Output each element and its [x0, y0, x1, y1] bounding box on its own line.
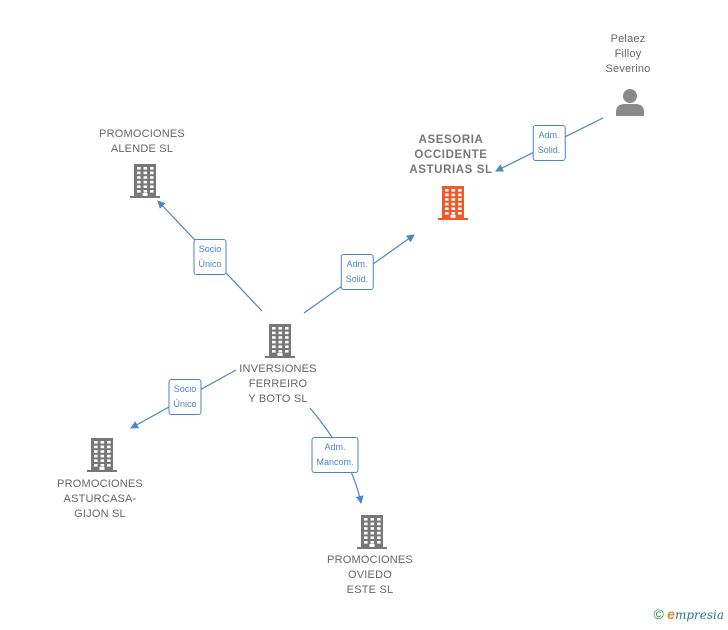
node-label-oviedo[interactable]: PROMOCIONES OVIEDO ESTE SL: [327, 554, 413, 596]
brand-logo-text: mpresia: [674, 608, 724, 622]
building-icon[interactable]: [264, 322, 296, 358]
edge-label-inversiones-alende: Socio Único: [193, 239, 227, 275]
building-icon[interactable]: [437, 184, 469, 220]
edge-label-inversiones-oviedo: Adm. Mancom.: [311, 437, 359, 473]
node-label-inversiones[interactable]: INVERSIONES FERREIRO Y BOTO SL: [239, 363, 317, 405]
node-label-asturcasa[interactable]: PROMOCIONES ASTURCASA- GIJON SL: [57, 478, 143, 520]
brand-logo-initial: e: [667, 606, 675, 622]
building-icon[interactable]: [356, 513, 388, 549]
edge-label-inversiones-asturcasa: Socio Único: [168, 379, 202, 415]
node-label-alende[interactable]: PROMOCIONES ALENDE SL: [99, 128, 185, 155]
copyright-symbol: ©: [653, 606, 664, 622]
person-icon[interactable]: [615, 88, 645, 116]
building-icon[interactable]: [129, 162, 161, 198]
node-label-asesoria[interactable]: ASESORIA OCCIDENTE ASTURIAS SL: [409, 134, 493, 176]
edge-label-inversiones-asesoria: Adm. Solid.: [340, 254, 374, 290]
edge-label-pelaez-asesoria: Adm. Solid.: [532, 125, 566, 161]
node-label-pelaez[interactable]: Pelaez Filloy Severino: [605, 33, 651, 75]
empresia-watermark: © empresia: [653, 606, 724, 622]
building-icon[interactable]: [86, 436, 118, 472]
